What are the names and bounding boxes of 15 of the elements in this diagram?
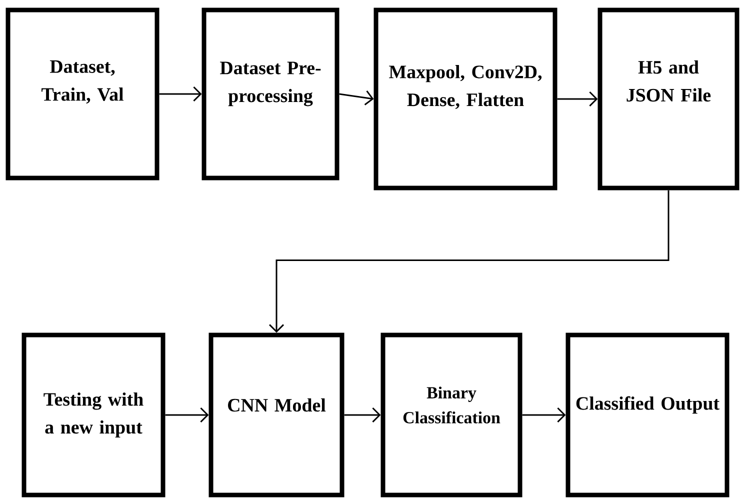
process-box: Dataset Pre-processing: [202, 8, 340, 180]
arrow: [165, 407, 209, 422]
arrow: [159, 86, 202, 102]
process-box: Testing with a new input: [22, 332, 166, 498]
arrow: [344, 407, 381, 422]
process-box: H5 and JSON File: [598, 8, 740, 190]
process-box: Binary Classification: [380, 332, 522, 498]
process-box: Maxpool, Conv2D, Dense, Flatten: [374, 8, 558, 190]
process-box: Dataset, Train, Val: [6, 8, 160, 180]
arrow: [522, 407, 566, 422]
process-box: CNN Model: [208, 332, 344, 498]
arrow: [339, 90, 374, 106]
arrow: [557, 91, 598, 106]
arrow: [269, 190, 670, 333]
process-box: Classified Output: [566, 332, 730, 498]
